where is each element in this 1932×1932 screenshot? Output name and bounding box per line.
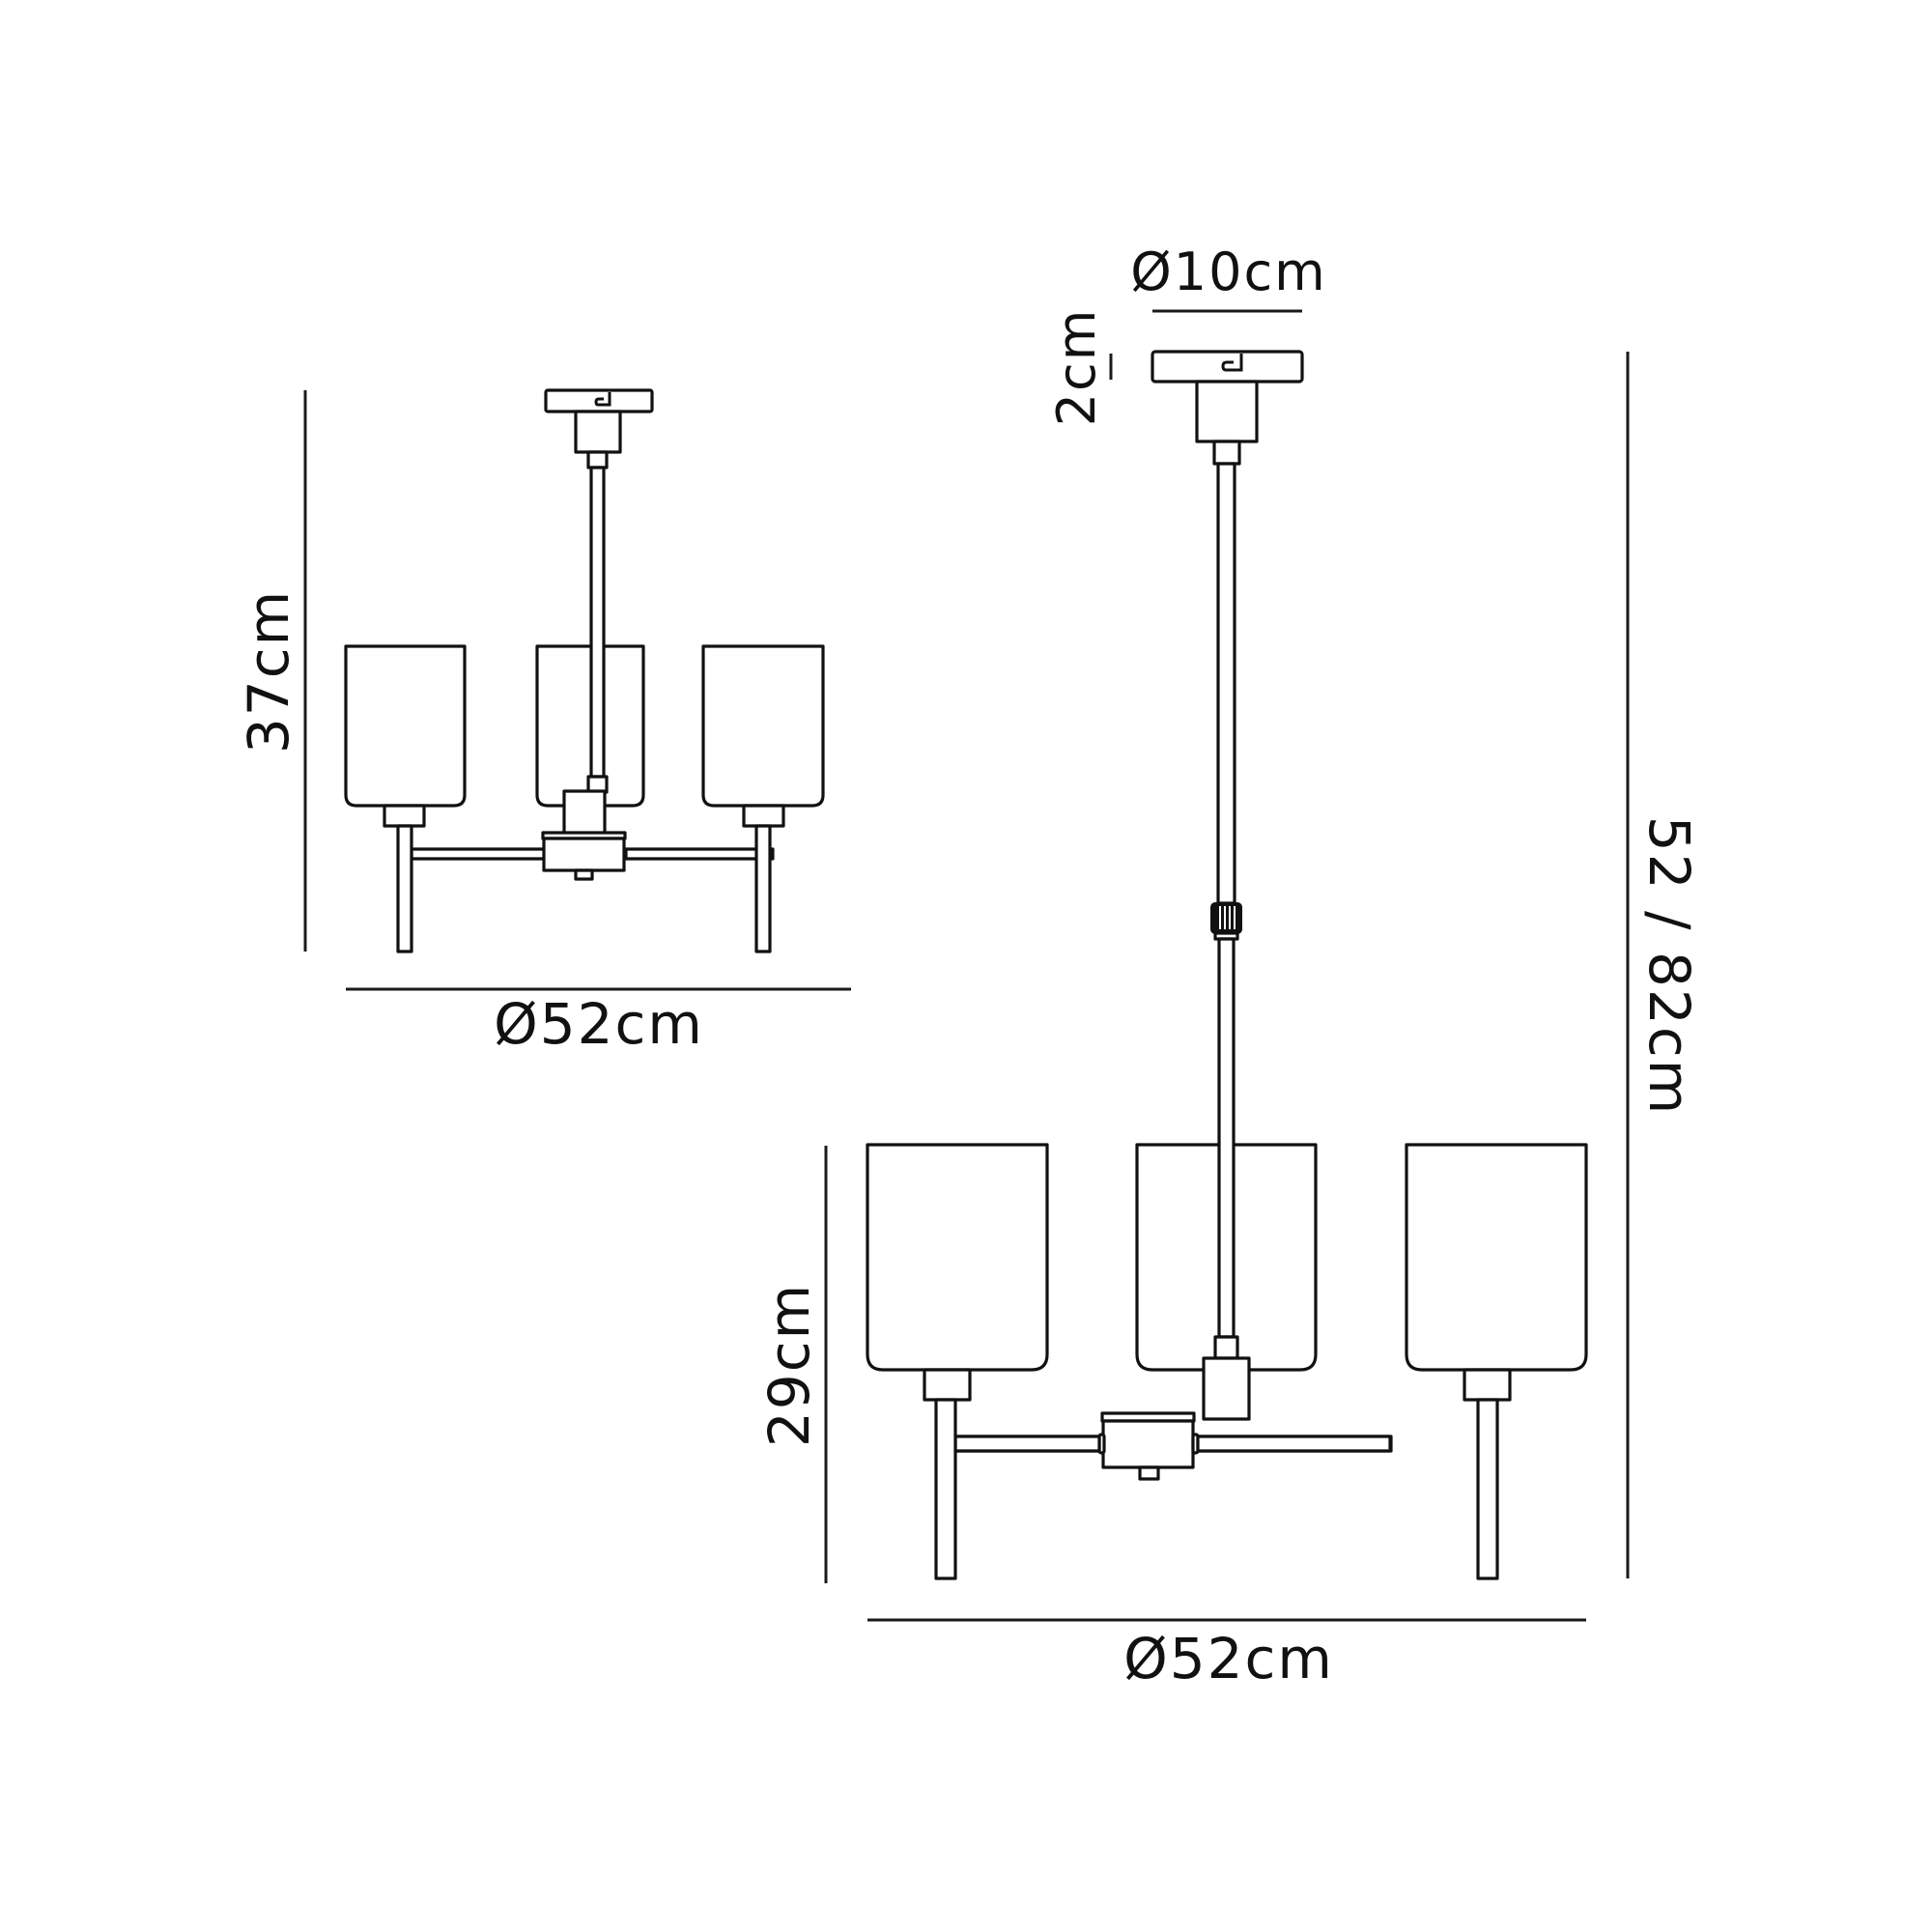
large-lampholder-left — [923, 1368, 972, 1402]
small-ceiling-canopy — [544, 388, 654, 413]
large-canopy-collar — [1212, 440, 1241, 466]
large-shade-left — [866, 1143, 1049, 1372]
small-hub-neck — [562, 789, 607, 837]
large-arm-left-bar — [953, 1435, 1101, 1453]
large-suspension-rod-upper — [1216, 462, 1236, 905]
small-stem-left — [396, 824, 413, 953]
large-lampholder-right — [1463, 1368, 1512, 1402]
large-stem-right — [1476, 1398, 1499, 1580]
small-chandelier-view: 37cm Ø52cm — [236, 388, 851, 1057]
large-canopy-body — [1195, 380, 1259, 443]
small-shade-right — [701, 644, 825, 808]
large-chandelier-view: Ø10cm 2cm 52 / 82cm — [756, 242, 1702, 1691]
small-hub-finial — [574, 868, 594, 881]
small-height-label: 37cm — [236, 589, 301, 753]
large-stem-left — [934, 1398, 957, 1580]
large-suspension-rod-lower — [1217, 937, 1236, 1339]
small-hub-body — [542, 837, 626, 872]
small-canopy-hook-icon — [594, 392, 611, 407]
large-canopy-hook-icon — [1221, 354, 1243, 372]
small-width-label: Ø52cm — [494, 991, 704, 1057]
small-shade-left — [344, 644, 467, 808]
canopy-height-label: 2cm — [1046, 308, 1107, 427]
large-shade-right — [1405, 1143, 1588, 1372]
large-hub-collar — [1213, 1335, 1239, 1360]
small-suspension-rod — [589, 466, 606, 779]
large-hub-finial — [1138, 1465, 1160, 1481]
large-arm-right-bar — [1196, 1435, 1392, 1453]
shade-height-label: 29cm — [756, 1283, 822, 1447]
large-width-label: Ø52cm — [1123, 1626, 1334, 1691]
canopy-diameter-label: Ø10cm — [1130, 242, 1327, 302]
rod-length-adjuster-icon — [1210, 902, 1242, 941]
small-lampholder-left — [383, 804, 426, 828]
small-canopy-collar — [586, 450, 609, 469]
overall-height-label: 52 / 82cm — [1636, 816, 1702, 1116]
small-stem-right — [754, 824, 772, 953]
large-hub-body — [1101, 1419, 1195, 1469]
large-hub-neck — [1202, 1356, 1251, 1421]
small-lampholder-right — [742, 804, 785, 828]
small-arm-left — [410, 847, 560, 861]
large-ceiling-canopy — [1151, 350, 1304, 384]
small-arm-right — [624, 847, 775, 861]
small-canopy-body — [574, 410, 622, 454]
